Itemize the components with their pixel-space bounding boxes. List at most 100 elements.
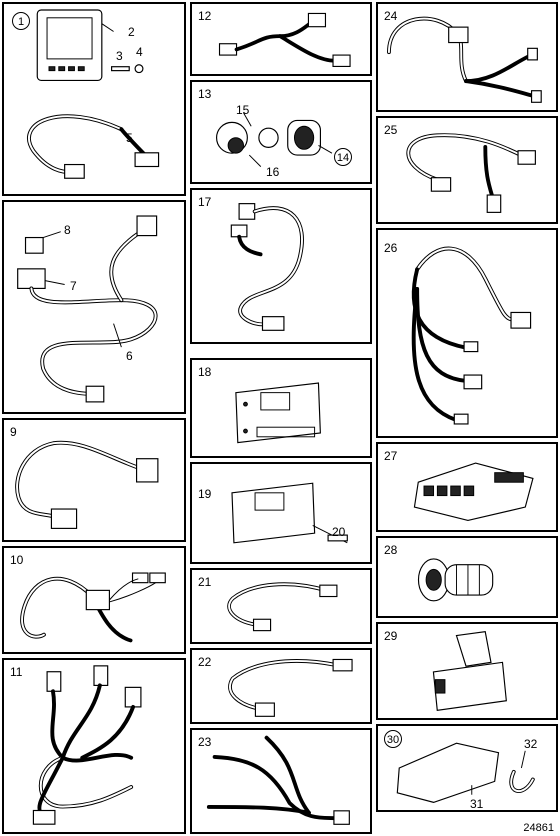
connector-b: [134, 152, 160, 168]
cable-10-illustration: [20, 572, 166, 643]
sensor-a: [527, 47, 538, 61]
display-unit: [36, 9, 103, 81]
panel-cable-23: 23: [190, 728, 372, 834]
label-strap: 32: [524, 737, 538, 751]
panel-number: 9: [10, 425, 17, 439]
panel-module-27: 27: [376, 442, 558, 532]
cable-11-illustration: [32, 665, 142, 825]
panel-number-circled: 30: [384, 730, 402, 748]
connector-d: [32, 809, 56, 825]
connector-top: [136, 215, 158, 237]
panel-box-30: 30 31 32: [376, 724, 558, 812]
panel-display-kit: 1 2 3 4 5: [2, 2, 186, 196]
panel-number: 25: [384, 123, 398, 137]
harness-26-illustration: [411, 246, 532, 425]
panel-cable-9: 9: [2, 418, 186, 542]
sensor-top: [455, 631, 492, 667]
label-display: 2: [128, 25, 135, 39]
module-body: [235, 382, 321, 444]
connector-b: [93, 665, 109, 686]
box-body: [396, 742, 500, 803]
connector-d: [453, 413, 469, 425]
relay-base: [17, 268, 46, 289]
panel-number: 22: [198, 655, 212, 669]
panel-module-19: 19 20: [190, 462, 372, 564]
cable-22-illustration: [228, 658, 353, 717]
label-cap: 16: [266, 165, 280, 179]
connector-a: [332, 658, 353, 672]
panel-number: 21: [198, 575, 212, 589]
sensor-29-illustration: [432, 631, 507, 711]
panel-socket-28: 28: [376, 536, 558, 618]
panel-cable-10: 10: [2, 546, 186, 654]
label-screw: 3: [116, 49, 123, 63]
panel-number: 13: [198, 87, 212, 101]
connector-b: [463, 341, 479, 353]
socket-13-illustration: [216, 112, 333, 167]
socket-28-illustration: [417, 558, 494, 602]
connector-top: [238, 203, 256, 220]
label-screw: 20: [332, 525, 346, 539]
panel-cable-11: 11: [2, 658, 186, 834]
connector-bottom: [486, 194, 502, 213]
sensor-body: [432, 661, 507, 711]
harness-25-illustration: [406, 133, 536, 213]
connector-bottom: [261, 316, 285, 331]
panel-harness-26: 26: [376, 228, 558, 438]
label-relay-base: 7: [70, 279, 77, 293]
panel-harness-24: 24: [376, 2, 558, 112]
connector-a: [510, 311, 532, 329]
figure-reference-number: 24861: [523, 822, 554, 834]
display-screen: [46, 17, 93, 60]
panel-number-circled: 1: [12, 12, 30, 30]
panel-sensor-29: 29: [376, 622, 558, 720]
label-relay: 8: [64, 223, 71, 237]
connector-right: [517, 150, 536, 165]
display-kit-illustration: [27, 9, 160, 179]
connector-c: [124, 686, 142, 708]
connector-a: [319, 584, 338, 598]
panel-number: 11: [10, 665, 23, 679]
connector-left: [218, 43, 238, 56]
panel-number: 10: [10, 553, 24, 567]
panel-cable-21: 21: [190, 568, 372, 644]
nut: [134, 64, 144, 74]
socket-body: [444, 564, 494, 596]
panel-number: 28: [384, 543, 398, 557]
panel-cable-22: 22: [190, 648, 372, 724]
connector-top: [307, 12, 327, 28]
connector-end-a: [136, 458, 159, 483]
relay: [24, 236, 44, 254]
harness-relay-illustration: [17, 215, 158, 403]
cable-17-illustration: [230, 203, 304, 331]
connector-left: [430, 177, 452, 192]
cable-21-illustration: [227, 582, 338, 632]
nut-ring: [258, 127, 279, 148]
panel-number: 29: [384, 629, 398, 643]
panel-cable-12: 12: [190, 2, 372, 76]
connector-b: [254, 702, 275, 717]
sensor-b: [530, 90, 542, 103]
panel-module-18: 18: [190, 358, 372, 458]
connector-c: [463, 374, 483, 390]
panel-cable-17: 17: [190, 188, 372, 344]
connector-a: [64, 163, 85, 179]
panel-number: 18: [198, 365, 212, 379]
module-body: [231, 482, 316, 544]
panel-number: 12: [198, 9, 212, 23]
connector-a: [46, 671, 62, 692]
panel-number: 26: [384, 241, 398, 255]
label-cable: 5: [126, 131, 133, 145]
connector-small-b: [149, 572, 166, 584]
connector-small-a: [131, 572, 149, 584]
module-27-illustration: [413, 462, 534, 522]
label-nut: 4: [136, 45, 143, 59]
screw: [327, 534, 348, 542]
cable-23-illustration: [206, 735, 350, 825]
connector-end: [333, 810, 350, 825]
panel-harness-25: 25: [376, 116, 558, 224]
label-socket-circled: 14: [334, 148, 352, 166]
connector-main: [448, 26, 469, 44]
panel-harness-relay: 8 7 6: [2, 200, 186, 414]
cable-12-illustration: [218, 12, 351, 67]
